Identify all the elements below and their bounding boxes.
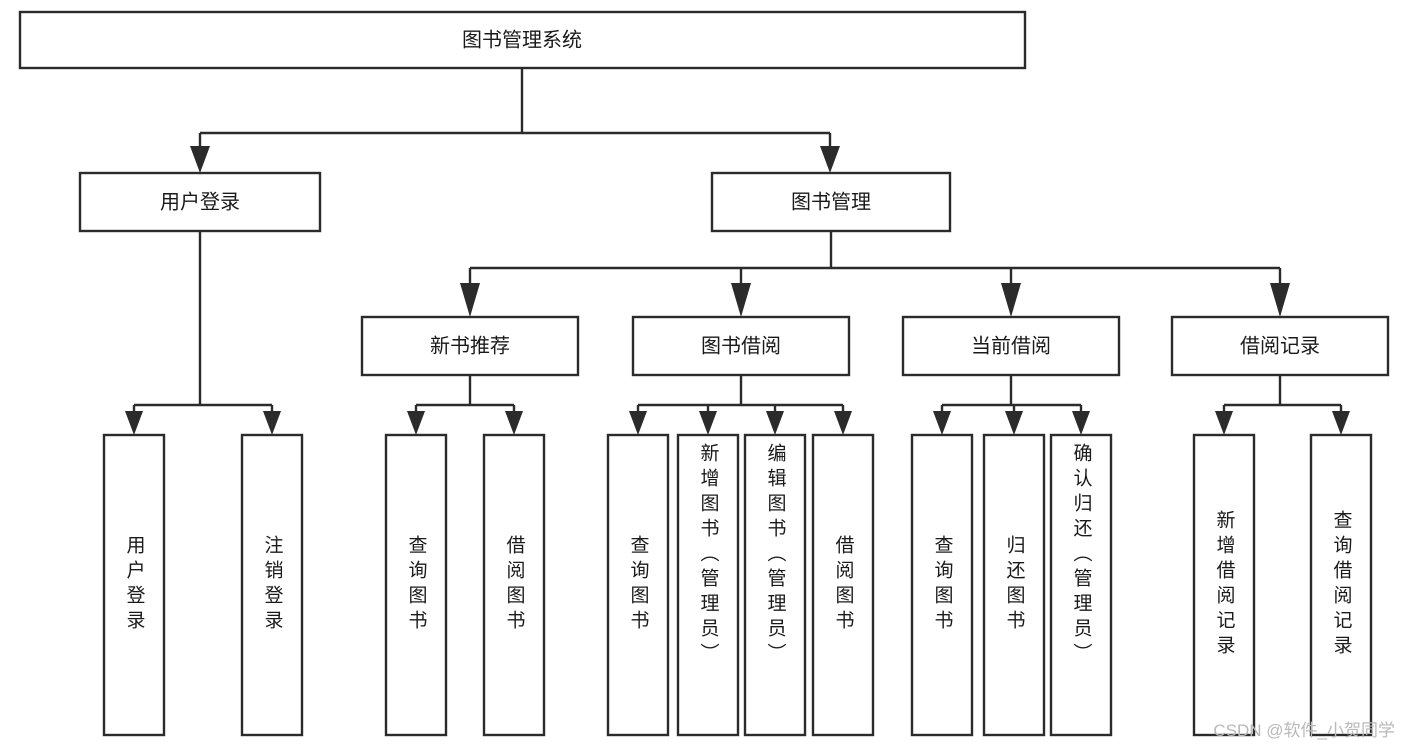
- node-leaf-add-book-box[interactable]: [676, 433, 740, 737]
- node-new-book-rec-box[interactable]: [360, 315, 580, 377]
- arrow-head-current-borrow: [1001, 283, 1021, 317]
- node-root-label: 图书管理系统: [462, 28, 582, 51]
- node-book-borrow-label: 图书借阅: [701, 334, 781, 357]
- arrow-head-leaf-confirm-return: [1072, 411, 1090, 435]
- node-book-borrow[interactable]: 图书借阅: [631, 315, 851, 377]
- arrow-head-book-manage: [820, 146, 840, 173]
- arrow-head-leaf-add-book: [699, 411, 717, 435]
- node-current-borrow-box[interactable]: [901, 315, 1121, 377]
- node-leaf-query-book-borrow-box[interactable]: [606, 433, 670, 737]
- arrow-head-leaf-query-book-borrow: [629, 411, 647, 435]
- node-current-borrow-label: 当前借阅: [971, 334, 1051, 357]
- arrow-head-leaf-add-record: [1215, 411, 1233, 435]
- arrow-head-borrow-record: [1270, 283, 1290, 317]
- node-book-manage[interactable]: 图书管理: [710, 171, 952, 233]
- node-leaf-logout-box[interactable]: [240, 433, 304, 737]
- node-leaf-query-record-box[interactable]: [1309, 433, 1373, 737]
- node-leaf-add-record-box[interactable]: [1192, 433, 1256, 737]
- arrow-head-leaf-logout: [263, 411, 281, 435]
- arrow-head-leaf-query-book-rec: [407, 411, 425, 435]
- leaf-node-layer: [102, 433, 1373, 737]
- node-leaf-edit-book-box[interactable]: [743, 433, 807, 737]
- node-user-login-label: 用户登录: [160, 190, 240, 213]
- node-new-book-rec[interactable]: 新书推荐: [360, 315, 580, 377]
- node-leaf-query-book-rec-box[interactable]: [384, 433, 448, 737]
- node-book-borrow-box[interactable]: [631, 315, 851, 377]
- arrow-head-leaf-return-book: [1005, 411, 1023, 435]
- node-leaf-borrow-book-box[interactable]: [811, 433, 875, 737]
- node-borrow-record[interactable]: 借阅记录: [1170, 315, 1390, 377]
- arrow-head-leaf-query-book-current: [933, 411, 951, 435]
- node-user-login[interactable]: 用户登录: [78, 171, 322, 233]
- node-root-box[interactable]: [18, 10, 1027, 70]
- node-current-borrow[interactable]: 当前借阅: [901, 315, 1121, 377]
- node-leaf-return-book-box[interactable]: [982, 433, 1046, 737]
- watermark-text: CSDN @软件_小贺同学: [1213, 721, 1395, 740]
- arrow-head-book-borrow: [731, 283, 751, 317]
- node-new-book-rec-label: 新书推荐: [430, 334, 510, 357]
- node-leaf-user-login-box[interactable]: [102, 433, 166, 737]
- node-book-manage-label: 图书管理: [791, 190, 871, 213]
- node-user-login-box[interactable]: [78, 171, 322, 233]
- node-leaf-confirm-return-box[interactable]: [1049, 433, 1113, 737]
- node-borrow-record-label: 借阅记录: [1240, 334, 1320, 357]
- node-book-manage-box[interactable]: [710, 171, 952, 233]
- arrow-head-new-book-rec: [460, 283, 480, 317]
- arrow-head-leaf-query-record: [1332, 411, 1350, 435]
- arrow-head-leaf-user-login: [125, 411, 143, 435]
- node-borrow-record-box[interactable]: [1170, 315, 1390, 377]
- arrow-head-user-login: [190, 146, 210, 173]
- node-leaf-query-book-current-box[interactable]: [910, 433, 974, 737]
- node-leaf-borrow-book-rec-box[interactable]: [482, 433, 546, 737]
- arrow-head-leaf-edit-book: [766, 411, 784, 435]
- arrow-head-leaf-borrow-book: [834, 411, 852, 435]
- connector-layer: [125, 68, 1350, 435]
- node-root[interactable]: 图书管理系统: [18, 10, 1027, 70]
- arrow-head-leaf-borrow-book-rec: [505, 411, 523, 435]
